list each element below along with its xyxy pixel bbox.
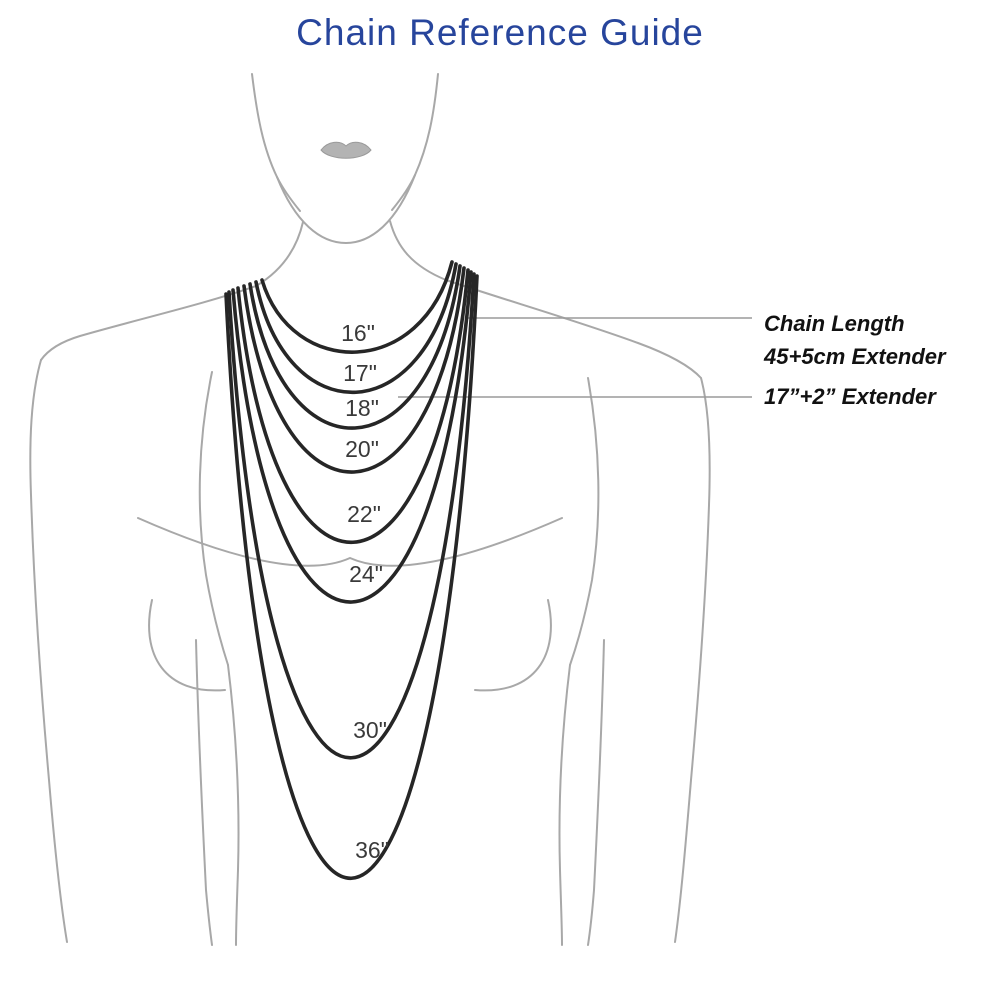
- chest-line: [137, 517, 563, 567]
- arm-right-outer-line: [674, 377, 711, 943]
- waist-left-line: [227, 664, 240, 946]
- arm-left-outer-line: [29, 359, 68, 943]
- neck-left-line: [255, 221, 304, 287]
- chain-30in: [227, 272, 476, 760]
- chain-labels: 16" 17" 18" 20" 22" 24" 30" 36": [341, 320, 389, 863]
- face-left-line: [251, 73, 301, 212]
- chain-36in: [224, 274, 479, 881]
- shoulder-left-line: [40, 285, 257, 361]
- chains: [224, 260, 479, 881]
- breast-left-line: [148, 599, 226, 692]
- arm-left-inner-line: [195, 639, 213, 946]
- chain-label-36: 36": [355, 837, 389, 863]
- chain-label-30: 30": [353, 717, 387, 743]
- chain-22in: [236, 268, 470, 545]
- annotation-extender-in: 17”+2” Extender: [764, 384, 937, 409]
- chain-label-16: 16": [341, 320, 375, 346]
- chin-line: [276, 174, 416, 245]
- waist-right-line: [558, 664, 571, 946]
- annotation-extender-cm: 45+5cm Extender: [763, 344, 947, 369]
- chain-label-22: 22": [347, 501, 381, 527]
- chain-label-17: 17": [343, 360, 377, 386]
- chain-label-24: 24": [349, 561, 383, 587]
- chain-24in: [231, 270, 473, 604]
- face-right-line: [391, 73, 439, 211]
- chain-label-20: 20": [345, 436, 379, 462]
- figure-outline: [29, 73, 711, 946]
- annotations: Chain Length 45+5cm Extender 17”+2” Exte…: [763, 311, 947, 409]
- neck-right-line: [389, 220, 447, 281]
- chain-20in: [242, 266, 466, 474]
- torso-left-line: [198, 371, 229, 666]
- breast-right-line: [474, 599, 552, 692]
- arm-right-inner-line: [587, 639, 605, 946]
- lips: [320, 141, 372, 159]
- chain-18in: [248, 264, 462, 430]
- page-title: Chain Reference Guide: [296, 12, 704, 53]
- shoulder-right-line: [445, 279, 702, 379]
- torso-right-line: [569, 377, 600, 666]
- chain-16in: [260, 260, 454, 354]
- chain-label-18: 18": [345, 395, 379, 421]
- annotation-chain-length: Chain Length: [764, 311, 905, 336]
- chain-17in: [254, 262, 458, 395]
